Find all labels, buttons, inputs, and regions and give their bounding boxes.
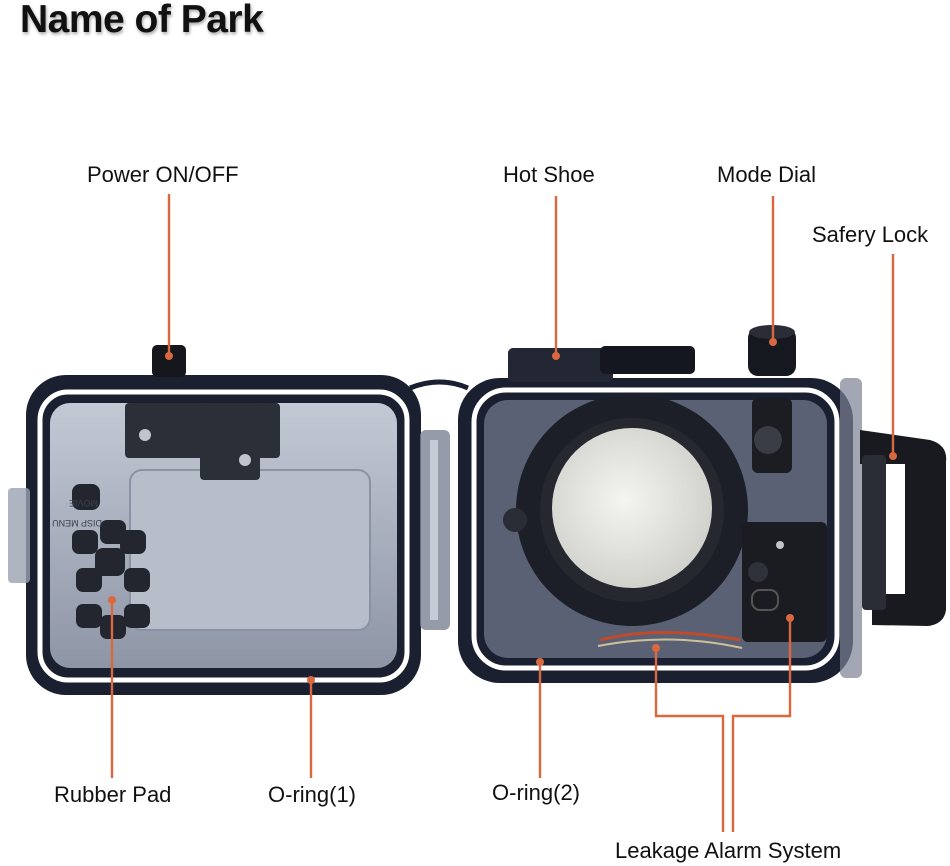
- o-ring-1: [37, 389, 410, 683]
- page-title: Name of Park: [20, 0, 264, 41]
- leader-leakage-a: [654, 648, 725, 832]
- power-knob: [152, 345, 186, 377]
- mode-dial-knob: [748, 328, 796, 376]
- leader-dots: [108, 338, 897, 684]
- housing-front-body: [458, 325, 947, 683]
- label-hot-shoe: Hot Shoe: [503, 162, 595, 187]
- leader-lines: [110, 194, 895, 832]
- label-power: Power ON/OFF: [87, 162, 239, 187]
- label-leakage: Leakage Alarm System: [615, 838, 842, 863]
- label-rubber-pad: Rubber Pad: [54, 782, 172, 807]
- label-oring1: O-ring(1): [268, 782, 357, 807]
- housing-back-door: MOVIE DISP MENU: [8, 345, 450, 695]
- alarm-module: [742, 522, 827, 642]
- print-movie: MOVIE: [69, 498, 98, 508]
- leader-leakage-b: [731, 618, 792, 832]
- lens-port-glass: [552, 428, 712, 588]
- label-oring2: O-ring(2): [492, 780, 581, 805]
- hot-shoe-block: [508, 348, 613, 382]
- label-safety-lock: Safery Lock: [812, 222, 929, 247]
- label-mode-dial: Mode Dial: [717, 162, 817, 187]
- print-disp-menu: DISP MENU: [52, 518, 102, 528]
- safety-lock-handle: [860, 430, 947, 626]
